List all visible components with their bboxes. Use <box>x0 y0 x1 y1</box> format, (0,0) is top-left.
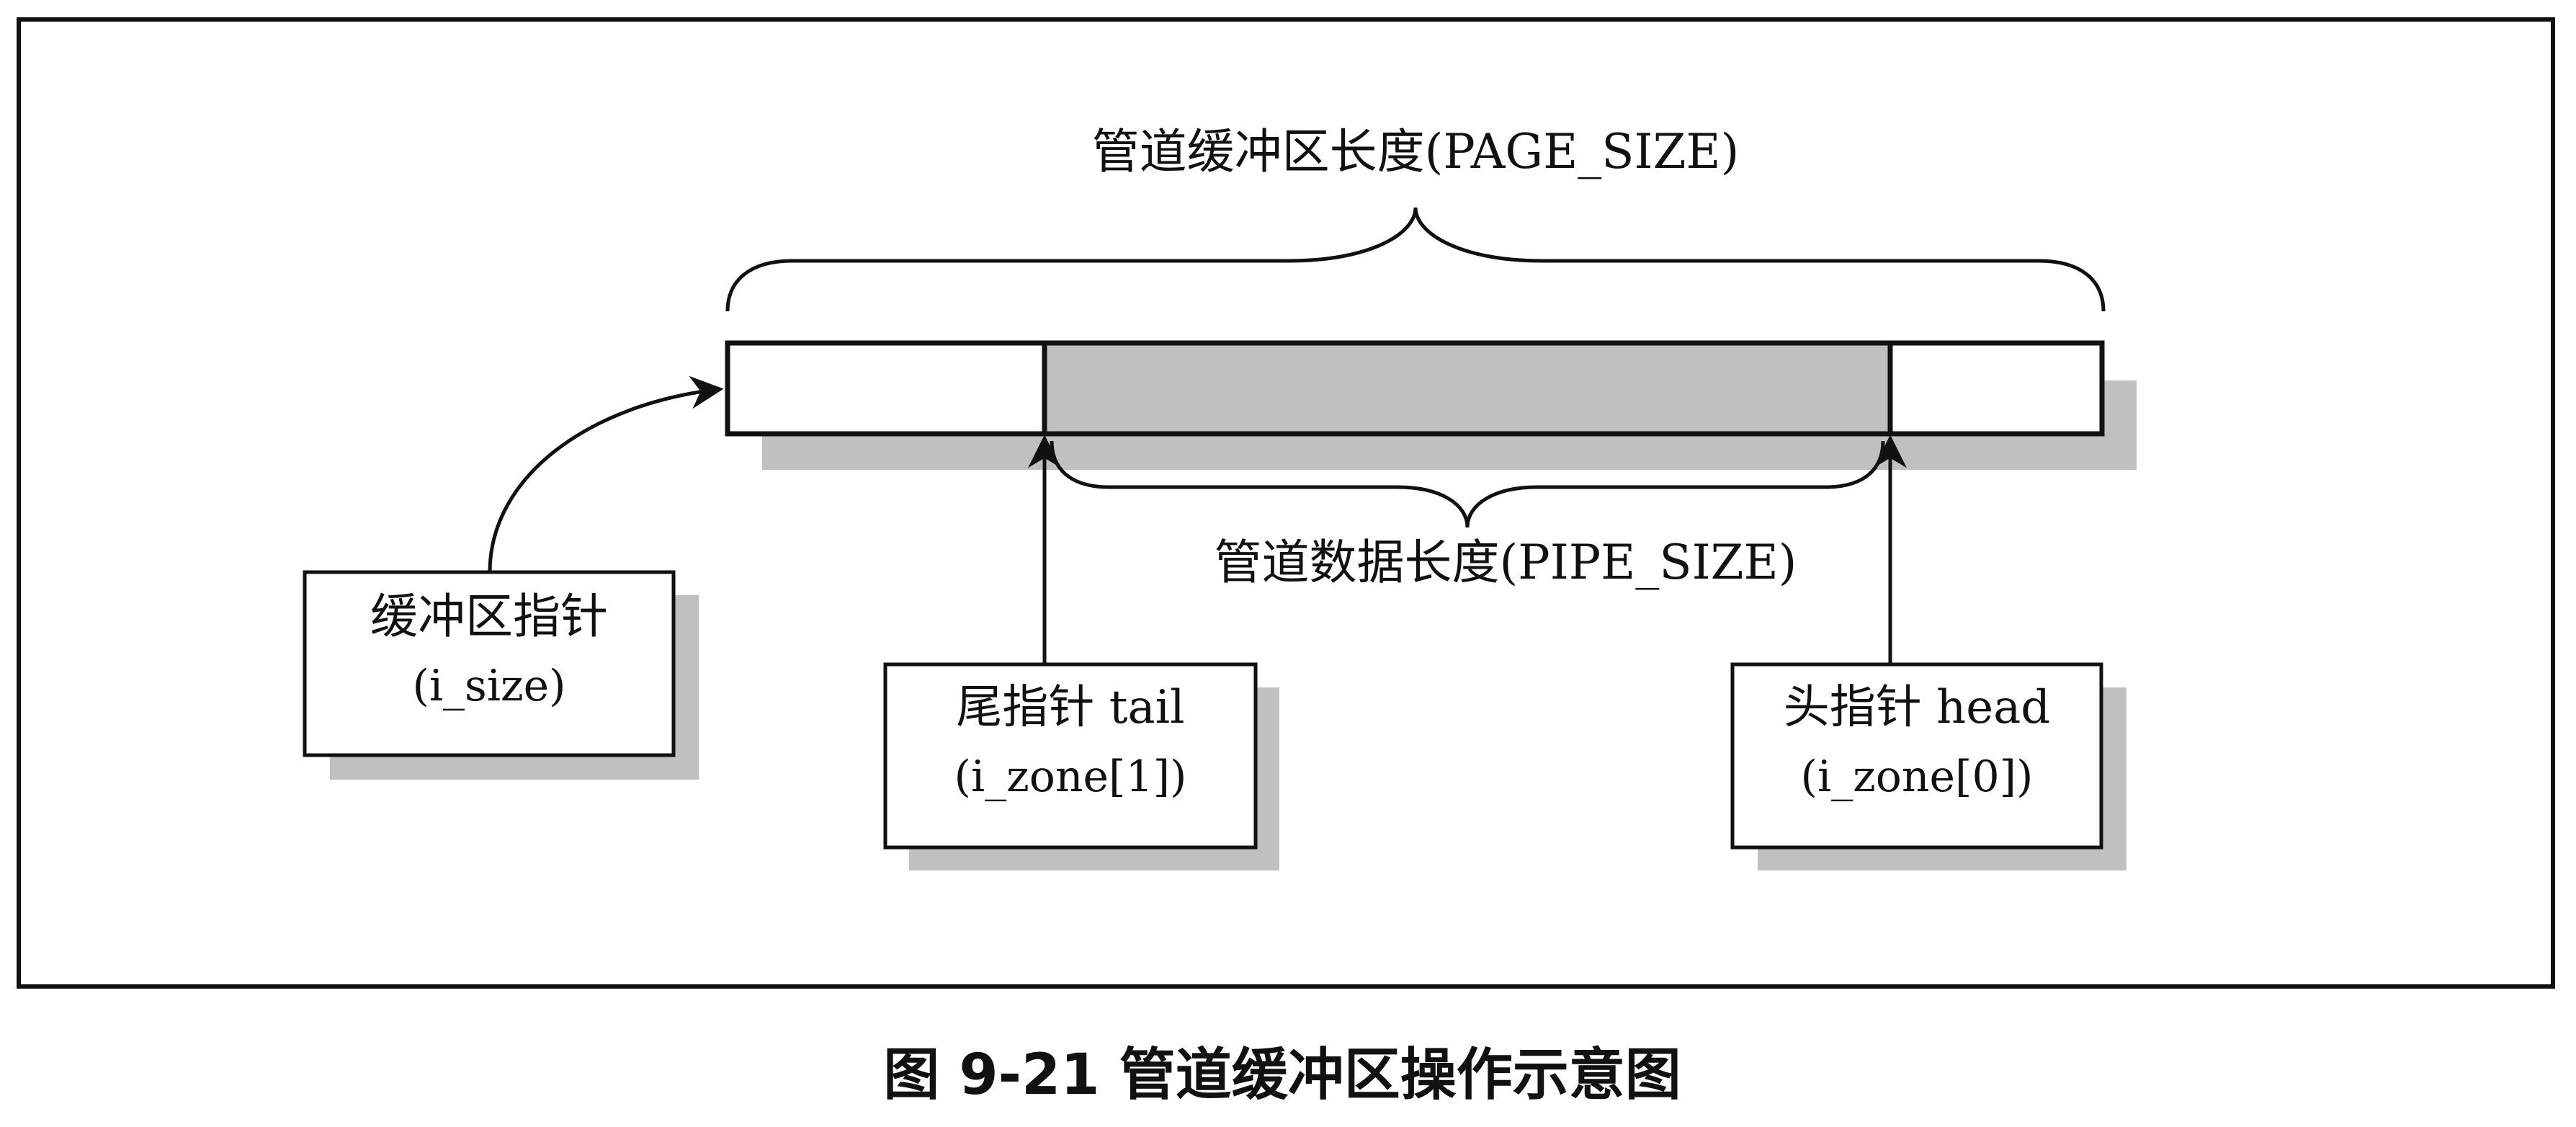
pipe-data-region <box>1042 340 1893 437</box>
tail-pointer-label-line1: 尾指针 tail <box>956 681 1184 734</box>
buffer-pointer-label-line1: 缓冲区指针 <box>370 589 608 644</box>
head-pointer-box <box>1730 662 2103 850</box>
buffer-pointer-arrow <box>488 375 724 573</box>
tail-pointer-label-line2: (i_zone[1]) <box>954 752 1187 802</box>
buffer-length-brace <box>725 207 2106 312</box>
buffer-length-label: 管道缓冲区长度(PAGE_SIZE) <box>1092 124 1740 179</box>
data-length-label: 管道数据长度(PIPE_SIZE) <box>1215 535 1797 590</box>
data-length-brace <box>1050 440 1885 528</box>
buffer-pointer-label-line2: (i_size) <box>412 661 565 711</box>
figure-frame <box>17 17 2555 989</box>
figure-caption: 图 9-21 管道缓冲区操作示意图 <box>883 1043 1681 1108</box>
head-pointer-label-line1: 头指针 head <box>1784 681 2051 734</box>
buffer-pointer-box <box>303 570 676 757</box>
tail-pointer-box <box>883 662 1258 850</box>
head-pointer-label-line2: (i_zone[0]) <box>1801 752 2034 802</box>
